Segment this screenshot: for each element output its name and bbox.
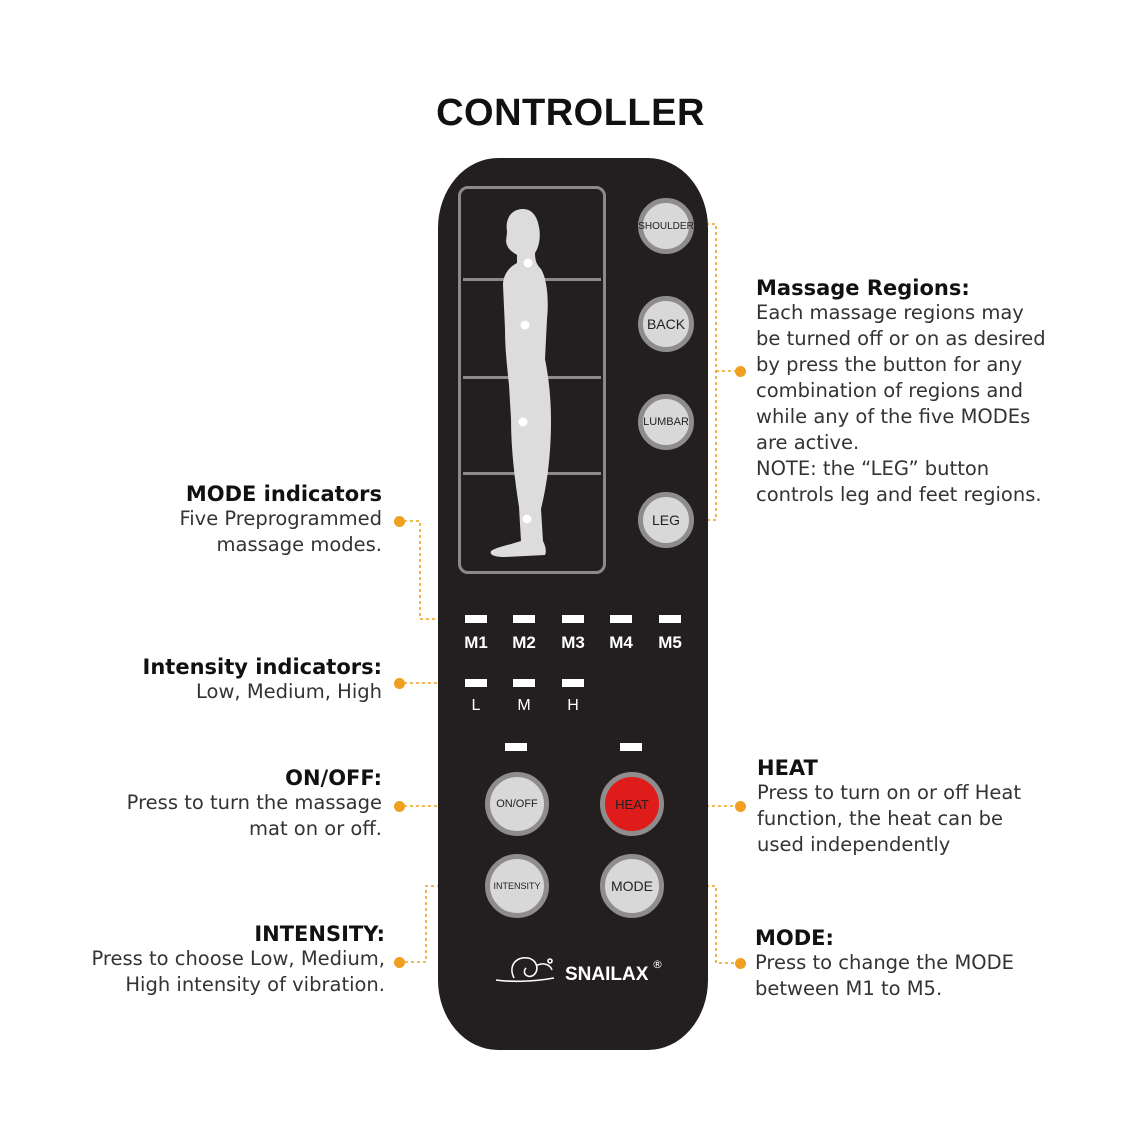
callout-line: Press to choose Low, Medium, [91, 947, 385, 970]
callout-heading: HEAT [757, 756, 818, 780]
callout-line: used independently [757, 833, 951, 856]
callout-heading: Massage Regions: [756, 276, 970, 300]
callout-line: Press to turn the massage [126, 791, 382, 814]
mode-button[interactable]: MODE [600, 854, 664, 918]
brand-name: SNAILAX [565, 964, 649, 985]
intensity-label: L [471, 697, 481, 714]
callout-heading: MODE: [755, 926, 834, 950]
diagram-title: CONTROLLER [436, 92, 705, 134]
callout-onoff: ON/OFF: Press to turn the massage mat on… [80, 766, 382, 842]
callout-line: High intensity of vibration. [125, 973, 385, 996]
callout-line: function, the heat can be [757, 807, 1004, 830]
callout-line: Low, Medium, High [196, 680, 382, 703]
callout-mode-indicators: MODE indicators Five Preprogrammed massa… [80, 482, 382, 558]
mode-label: M2 [512, 633, 536, 652]
callout-massage-regions: Massage Regions: Each massage regions ma… [756, 276, 1056, 508]
human-body-icon [490, 209, 551, 557]
callout-dot [735, 958, 746, 969]
shoulder-button[interactable]: SHOULDER [638, 198, 694, 254]
back-label: BACK [646, 316, 686, 332]
callout-line: massage modes. [216, 533, 382, 556]
heat-indicator-light [620, 743, 642, 751]
mode-label: M5 [658, 633, 682, 652]
intensity-indicator-light [513, 679, 535, 687]
power-indicator-light [505, 743, 527, 751]
callout-heading: Intensity indicators: [142, 655, 382, 679]
onoff-label: ON/OFF [496, 798, 538, 810]
callout-line: by press the button for any [756, 353, 1023, 376]
mode-indicator-light [659, 615, 681, 623]
callout-line: NOTE: the “LEG” button [756, 457, 990, 480]
callout-line: are active. [756, 431, 860, 454]
callout-line: while any of the five MODEs [756, 405, 1031, 428]
mode-label: M4 [609, 633, 633, 652]
snail-logo-icon [495, 956, 555, 983]
callout-line: Each massage regions may [756, 301, 1024, 324]
callout-line: between M1 to M5. [755, 977, 943, 1000]
mode-indicator-light [465, 615, 487, 623]
callout-heading: ON/OFF: [285, 766, 382, 790]
mode-indicator-light [562, 615, 584, 623]
back-button[interactable]: BACK [638, 296, 694, 352]
callout-line: controls leg and feet regions. [756, 483, 1042, 506]
mode-label-btn: MODE [611, 878, 653, 894]
callout-dot [735, 801, 746, 812]
callout-dot [735, 366, 746, 377]
connector-regions [694, 223, 717, 521]
intensity-label-btn: INTENSITY [493, 881, 541, 891]
mode-indicator-light [610, 615, 632, 623]
heat-button[interactable]: HEAT [600, 772, 664, 836]
intensity-button[interactable]: INTENSITY [485, 854, 549, 918]
callout-dot [394, 516, 405, 527]
callout-line: Press to change the MODE [755, 951, 1014, 974]
callout-heat: HEAT Press to turn on or off Heat functi… [757, 756, 1057, 858]
callout-heading: INTENSITY: [254, 922, 385, 946]
intensity-indicator-light [465, 679, 487, 687]
callout-line: Press to turn on or off Heat [757, 781, 1021, 804]
leg-label: LEG [651, 512, 680, 528]
lumbar-button[interactable]: LUMBAR [638, 394, 694, 450]
onoff-button[interactable]: ON/OFF [485, 772, 549, 836]
mode-label: M3 [561, 633, 585, 652]
shoulder-label: SHOULDER [638, 220, 694, 232]
heat-label: HEAT [615, 796, 649, 812]
leg-button[interactable]: LEG [638, 492, 694, 548]
callout-intensity: INTENSITY: Press to choose Low, Medium, … [70, 922, 385, 998]
callout-dot [394, 678, 405, 689]
callout-line: mat on or off. [249, 817, 382, 840]
mode-indicator-light [513, 615, 535, 623]
callout-heading: MODE indicators [185, 482, 382, 506]
registered-mark: ® [652, 958, 663, 971]
callout-dot [394, 801, 405, 812]
callout-intensity-indicators: Intensity indicators: Low, Medium, High [80, 655, 382, 705]
body-region-panel [458, 186, 606, 574]
lumbar-label: LUMBAR [643, 416, 689, 428]
intensity-indicator-light [562, 679, 584, 687]
callout-line: Five Preprogrammed [179, 507, 382, 530]
intensity-label: M [517, 697, 531, 714]
callout-dot [394, 957, 405, 968]
callout-mode: MODE: Press to change the MODE between M… [755, 926, 1055, 1002]
callout-line: combination of regions and [756, 379, 1024, 402]
intensity-label: H [567, 697, 579, 714]
mode-label: M1 [464, 633, 488, 652]
callout-line: be turned off or on as desired [756, 327, 1046, 350]
